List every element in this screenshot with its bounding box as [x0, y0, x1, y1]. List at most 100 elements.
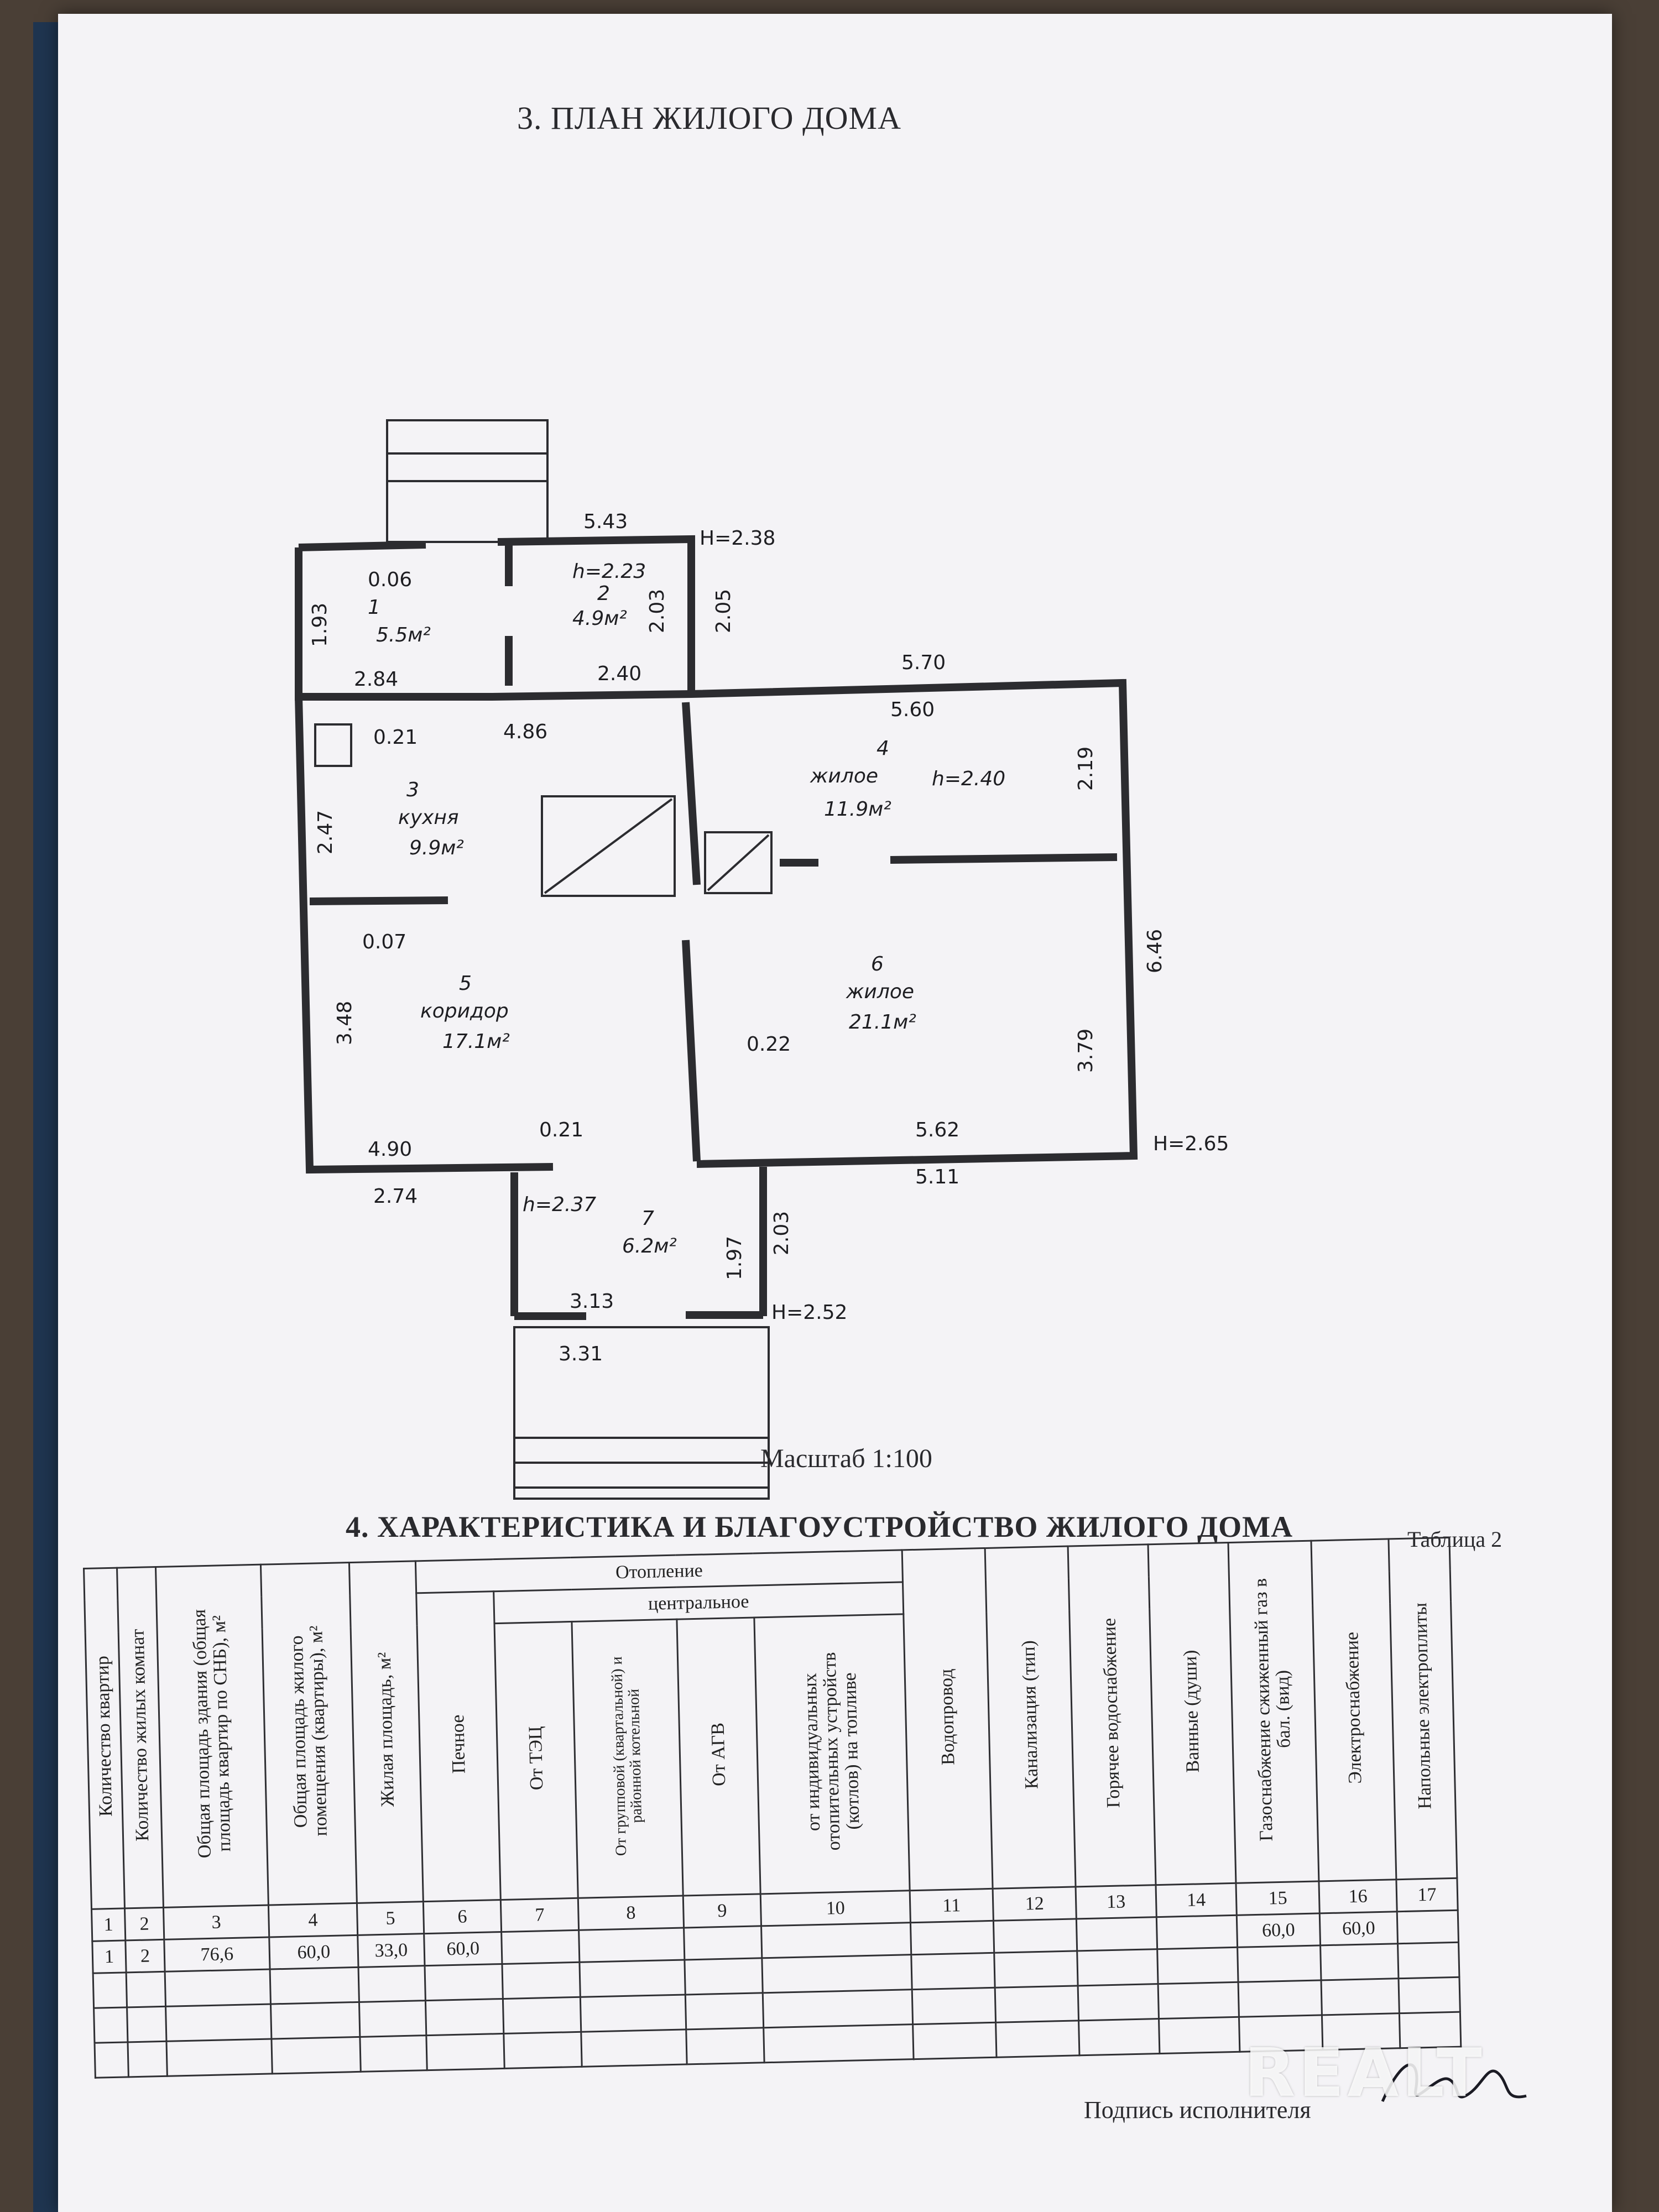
room-2-area: 4.9м²	[572, 607, 627, 630]
col-number: 4	[268, 1903, 358, 1938]
stove-icon	[314, 723, 352, 767]
dimension: 2.03	[646, 589, 669, 633]
col-header: Электроснабжение	[1311, 1538, 1396, 1881]
room-3-area: 9.9м²	[409, 837, 464, 859]
dimension: 2.47	[314, 810, 337, 854]
dimension: 2.74	[373, 1185, 418, 1208]
dimension: 6.46	[1144, 929, 1166, 973]
col-header: Горячее водоснабжение	[1068, 1544, 1156, 1887]
watermark-logo: REALT	[1244, 2035, 1485, 2112]
dimension: 5.11	[915, 1166, 959, 1188]
dimension: 3.48	[333, 1001, 356, 1045]
room-3-name: кухня	[398, 806, 459, 829]
room-4-height: h=2.40	[932, 768, 1005, 790]
col-number: 11	[910, 1888, 994, 1923]
dimension: 5.62	[915, 1119, 959, 1141]
table-cell: 60,0	[1319, 1911, 1398, 1945]
col-number: 14	[1156, 1883, 1237, 1917]
room-5-number: 5	[459, 972, 472, 995]
dimension: 1.97	[723, 1236, 746, 1280]
room-4-name: жилое	[810, 765, 878, 787]
characteristics-table: Количество квартир Количество жилых комн…	[83, 1537, 1462, 2079]
table-cell: 60,0	[269, 1935, 359, 1970]
col-header: от индивидуальных отопительных устройств…	[754, 1614, 910, 1894]
col-number: 8	[578, 1896, 684, 1931]
table-cell: 1	[92, 1940, 127, 1974]
room-7-number: 7	[641, 1207, 654, 1230]
table-cell	[1076, 1917, 1157, 1951]
table-cell	[684, 1926, 762, 1960]
col-number: 15	[1235, 1881, 1320, 1916]
room-6-number: 6	[871, 953, 884, 975]
table-cell: 60,0	[424, 1932, 502, 1966]
table-cell: 76,6	[164, 1937, 270, 1972]
col-number: 10	[760, 1890, 911, 1926]
col-header: Общая площадь здания (общая площадь квар…	[155, 1564, 269, 1908]
dimension: 2.05	[712, 589, 735, 633]
col-number: 1	[91, 1908, 126, 1942]
porch-steps-bottom	[513, 1326, 770, 1500]
dimension: 0.21	[373, 726, 418, 749]
col-number: 13	[1076, 1885, 1157, 1919]
room-1-number: 1	[368, 596, 380, 619]
table-caption: Таблица 2	[1407, 1527, 1503, 1552]
col-number: 5	[357, 1901, 424, 1936]
room-3-number: 3	[406, 779, 419, 801]
dimension: 0.21	[539, 1119, 583, 1141]
table-cell	[578, 1928, 685, 1963]
dimension: 2.03	[770, 1211, 793, 1255]
dimension: 4.90	[368, 1138, 412, 1161]
col-number: 17	[1396, 1878, 1458, 1912]
dimension: 2.84	[354, 668, 398, 691]
room-7-area: 6.2м²	[622, 1235, 677, 1258]
col-number: 6	[423, 1900, 502, 1934]
col-header: Жилая площадь, м²	[349, 1561, 424, 1903]
col-number: 16	[1318, 1879, 1397, 1913]
signature-icon	[1381, 2063, 1527, 2103]
room-7-height: h=2.37	[523, 1193, 596, 1216]
dimension: 4.86	[503, 721, 547, 743]
dimension: 5.60	[890, 698, 935, 721]
col-header: Канализация (тип)	[985, 1546, 1076, 1889]
dimension: 0.22	[747, 1033, 791, 1056]
dimension: 2.19	[1074, 747, 1097, 791]
walls	[295, 535, 1138, 1320]
col-header: Газоснабжение сжиженный газ в бал. (вид)	[1228, 1541, 1319, 1884]
dimension: 0.07	[362, 931, 406, 953]
col-header: Общая площадь жилого помещения (квартиры…	[260, 1562, 357, 1906]
dimension: H=2.65	[1153, 1133, 1229, 1155]
col-header: От АГВ	[676, 1617, 761, 1896]
dimension: 5.43	[583, 510, 628, 533]
col-number: 3	[163, 1905, 269, 1940]
col-number: 2	[124, 1907, 164, 1940]
col-header: Ванные (души)	[1148, 1542, 1236, 1885]
dimension: 0.06	[368, 568, 412, 591]
col-header: От групповой (квартальной) и районной ко…	[571, 1619, 684, 1898]
room-6-name: жилое	[846, 980, 914, 1003]
room-5-area: 17.1м²	[442, 1030, 510, 1053]
table-cell	[501, 1930, 580, 1964]
table-cell: 33,0	[357, 1933, 425, 1968]
col-header: Напольные электроплиты	[1388, 1537, 1457, 1880]
dimension: 3.13	[570, 1290, 614, 1313]
col-header: Водопровод	[902, 1548, 993, 1891]
dimension: 1.93	[309, 603, 331, 647]
plan-scale: Масштаб 1:100	[760, 1444, 932, 1473]
room-4-area: 11.9м²	[824, 798, 891, 821]
room-4-number: 4	[877, 737, 889, 760]
table-cell	[761, 1922, 911, 1958]
room-1-area: 5.5м²	[376, 624, 431, 646]
dimension: H=2.38	[700, 527, 775, 550]
table-cell	[993, 1918, 1077, 1953]
section-title: 4. ХАРАКТЕРИСТИКА И БЛАГОУСТРОЙСТВО ЖИЛО…	[346, 1510, 1293, 1543]
col-header: Печное	[416, 1591, 501, 1902]
signature-label: Подпись исполнителя	[1084, 2096, 1311, 2124]
col-number: 12	[993, 1886, 1077, 1921]
dimension: 2.40	[597, 662, 641, 685]
col-header: От ТЭЦ	[494, 1621, 578, 1900]
document-sheet	[58, 14, 1612, 2212]
table-cell	[1397, 1910, 1459, 1944]
porch-steps-top	[386, 419, 549, 543]
chimney-icon	[541, 795, 773, 897]
